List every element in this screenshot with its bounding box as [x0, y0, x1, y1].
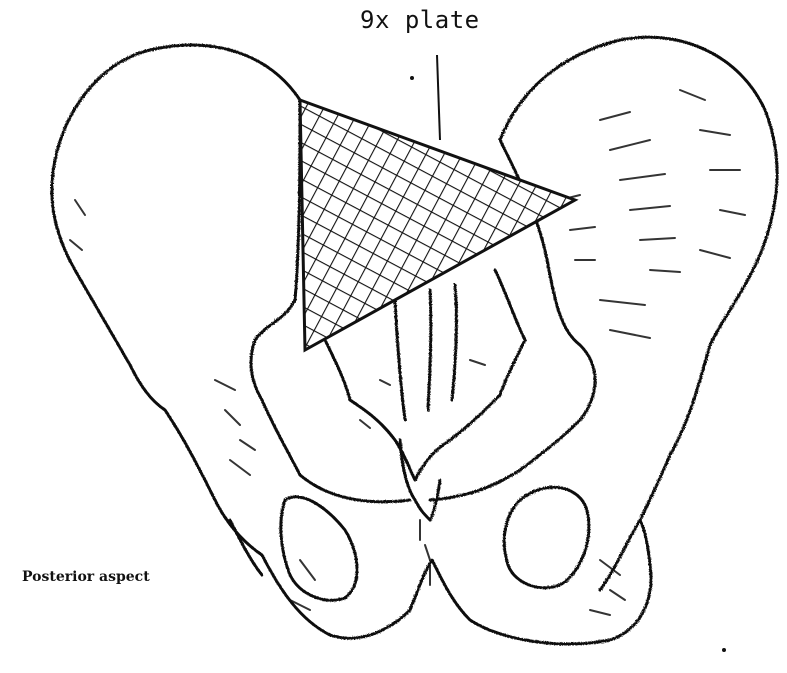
right-ilium [500, 37, 777, 520]
mesh-plate [300, 100, 575, 350]
right-obturator-foramen [504, 487, 589, 588]
pubic-arch [262, 520, 651, 644]
plate-leader-line [437, 55, 440, 140]
plate-label: 9x plate [360, 6, 480, 34]
left-obturator-foramen [281, 497, 357, 600]
left-sacroiliac-edge [251, 100, 300, 475]
aspect-label: Posterior aspect [22, 569, 150, 585]
left-ilium [52, 45, 300, 555]
